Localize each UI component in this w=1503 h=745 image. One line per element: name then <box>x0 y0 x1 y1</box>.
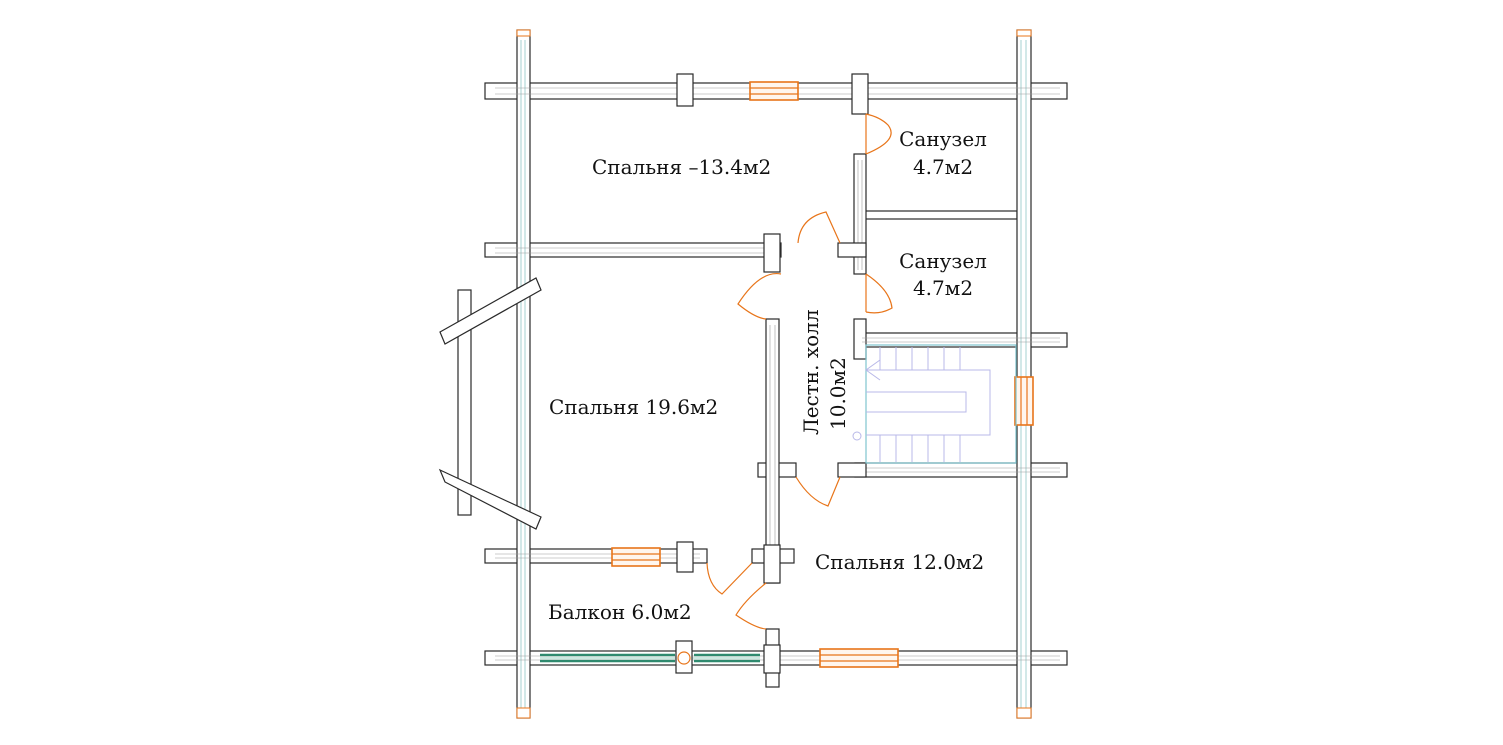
door-bathroom-2 <box>865 273 893 314</box>
porch-brace <box>438 277 542 530</box>
room-labels: Спальня –13.4м2 Санузел 4.7м2 Санузел 4.… <box>548 127 987 624</box>
label-hall-area: 10.0м2 <box>826 357 850 430</box>
wall-left <box>516 29 531 719</box>
label-bathroom-1-area: 4.7м2 <box>913 155 973 179</box>
label-bathroom-1-name: Санузел <box>899 127 987 151</box>
window-balcony-wall <box>611 547 661 567</box>
wall-bedroom3-top-right <box>854 462 1068 478</box>
doors <box>706 113 893 630</box>
label-bedroom-3: Спальня 12.0м2 <box>815 550 984 574</box>
wall-bathroom-divider <box>864 210 1018 220</box>
door-bedroom-2 <box>737 272 782 320</box>
windows <box>611 81 1034 668</box>
label-bathroom-2-area: 4.7м2 <box>913 276 973 300</box>
wall-hall-right-mid <box>853 318 867 360</box>
wall-right <box>1016 29 1032 719</box>
balcony-railing <box>540 640 760 674</box>
label-bedroom-2: Спальня 19.6м2 <box>549 395 718 419</box>
log-ends <box>516 29 1032 719</box>
vertical-walls <box>516 29 1032 719</box>
door-bedroom-1 <box>797 211 841 244</box>
wall-posts <box>676 73 869 674</box>
wall-bedroom1-bottom <box>484 242 782 258</box>
door-balcony-left <box>706 562 753 595</box>
door-bedroom-3 <box>795 476 841 507</box>
window-top <box>749 81 799 101</box>
label-hall-name: Лестн. холл <box>799 309 823 435</box>
stairs <box>852 344 1017 464</box>
window-bottom <box>819 648 899 668</box>
window-right <box>1014 376 1034 426</box>
door-bathroom-1 <box>865 113 892 155</box>
label-bathroom-2-name: Санузел <box>899 249 987 273</box>
label-bedroom-1: Спальня –13.4м2 <box>592 155 771 179</box>
door-balcony-right <box>735 582 767 630</box>
label-balcony: Балкон 6.0м2 <box>548 600 692 624</box>
wall-hall-left <box>765 318 780 584</box>
